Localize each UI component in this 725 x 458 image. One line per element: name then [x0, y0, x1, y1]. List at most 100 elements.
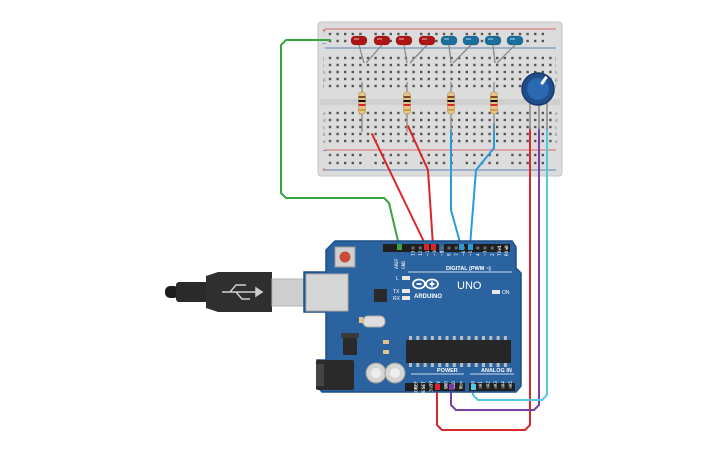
bb-hole: [420, 84, 423, 88]
header-pin[interactable]: [454, 246, 458, 250]
header-pin[interactable]: [440, 246, 444, 250]
led-8[interactable]: [506, 35, 524, 46]
header-pin[interactable]: [483, 246, 487, 250]
usb-cable[interactable]: [165, 272, 307, 312]
header-pin[interactable]: [476, 246, 480, 250]
digital-header-label: DIGITAL (PWM ~): [446, 266, 491, 272]
reset-button[interactable]: [339, 251, 351, 263]
header-pin[interactable]: [501, 385, 505, 389]
rail-hole: [404, 161, 408, 165]
resistor-4[interactable]: [490, 82, 498, 132]
bb-hole: [503, 139, 506, 143]
led-3[interactable]: [395, 35, 413, 46]
rail-hole: [518, 153, 522, 157]
bb-hole: [526, 118, 529, 122]
led-5[interactable]: [440, 35, 458, 46]
bb-hole: [480, 56, 484, 60]
led-6[interactable]: [462, 35, 480, 46]
bb-hole: [503, 63, 506, 67]
rail-hole: [344, 39, 347, 43]
bb-hole: [549, 70, 552, 74]
bb-hole: [450, 70, 453, 74]
bb-hole: [541, 63, 544, 67]
wire-blue-led4[interactable]: [469, 123, 495, 247]
header-pin[interactable]: [414, 385, 418, 389]
bb-hole: [473, 118, 476, 122]
header-pin[interactable]: [422, 385, 425, 389]
header-pin[interactable]: [486, 385, 490, 389]
wire-blue-led3[interactable]: [450, 129, 462, 247]
wire-red-pot-5v[interactable]: [436, 127, 531, 431]
bb-hole: [382, 139, 385, 143]
wire-red-led2[interactable]: [407, 125, 434, 247]
bb-row-letter: d: [323, 118, 326, 123]
bb-hole: [359, 118, 362, 122]
header-pin-label: GND: [444, 381, 450, 389]
header-pin-label: A4: [501, 381, 507, 387]
bb-hole: [465, 111, 468, 115]
bb-hole: [480, 125, 484, 129]
capacitor-2-top: [390, 368, 400, 378]
bb-hole: [534, 111, 537, 115]
bb-hole: [374, 118, 377, 122]
on-led: [492, 290, 500, 294]
rail-hole: [336, 153, 339, 157]
led-highlight: [488, 38, 493, 40]
rail-hole: [534, 161, 537, 165]
bb-hole: [328, 125, 332, 129]
header-pin-label: TX▸1: [497, 245, 503, 256]
header-pin[interactable]: [494, 385, 497, 389]
header-pin[interactable]: [490, 246, 494, 250]
chip-pin: [482, 363, 485, 367]
wire-purple-pot-gnd[interactable]: [450, 127, 540, 411]
resistor-1[interactable]: [358, 82, 366, 132]
bb-hole: [412, 118, 415, 122]
wire-red-led1[interactable]: [371, 133, 427, 247]
header-pin[interactable]: [497, 246, 501, 250]
led-2[interactable]: [373, 35, 391, 46]
wire-green-gnd[interactable]: [280, 39, 400, 246]
header-pin[interactable]: [444, 385, 448, 389]
resistor-2[interactable]: [403, 82, 411, 132]
header-pin[interactable]: [447, 246, 451, 250]
arduino-uno-board[interactable]: L TX RX ON ARDUINO UNO DIGITAL (PWM ~) 1…: [303, 240, 522, 395]
header-pin[interactable]: [479, 385, 482, 389]
bb-hole: [397, 132, 400, 136]
header-pin[interactable]: [459, 385, 463, 389]
header-pin[interactable]: [509, 385, 512, 389]
header-pin[interactable]: [429, 385, 433, 389]
wire-cyan-pot-a0[interactable]: [472, 127, 548, 401]
rail-hole: [518, 161, 522, 165]
bb-hole: [344, 139, 347, 143]
led-7[interactable]: [484, 35, 502, 46]
rail-hole: [541, 39, 544, 43]
atmega-chip-pins: [409, 336, 507, 367]
bb-hole: [473, 77, 476, 81]
bb-hole: [374, 70, 377, 74]
header-pin[interactable]: [505, 246, 509, 250]
bb-hole: [541, 56, 544, 60]
rail-hole: [427, 32, 430, 36]
resistor-3[interactable]: [447, 82, 455, 132]
bb-hole: [389, 139, 392, 143]
bb-hole: [534, 132, 537, 136]
bb-hole: [359, 56, 362, 60]
header-pin-label: 7: [454, 253, 460, 256]
rail-hole: [541, 161, 544, 165]
led-1[interactable]: [350, 35, 368, 46]
led-4[interactable]: [418, 35, 436, 46]
usb-cable-strain: [176, 282, 208, 302]
pot-knob[interactable]: [527, 78, 549, 100]
potentiometer[interactable]: [521, 72, 555, 130]
header-pin-label: ~9: [439, 250, 445, 256]
resistor-band: [403, 100, 411, 102]
header-pin[interactable]: [411, 246, 415, 250]
resistor-band: [358, 100, 366, 102]
header-pin[interactable]: [418, 246, 422, 250]
bb-hole: [511, 111, 514, 115]
bb-hole: [344, 111, 347, 115]
bb-hole: [488, 70, 491, 74]
